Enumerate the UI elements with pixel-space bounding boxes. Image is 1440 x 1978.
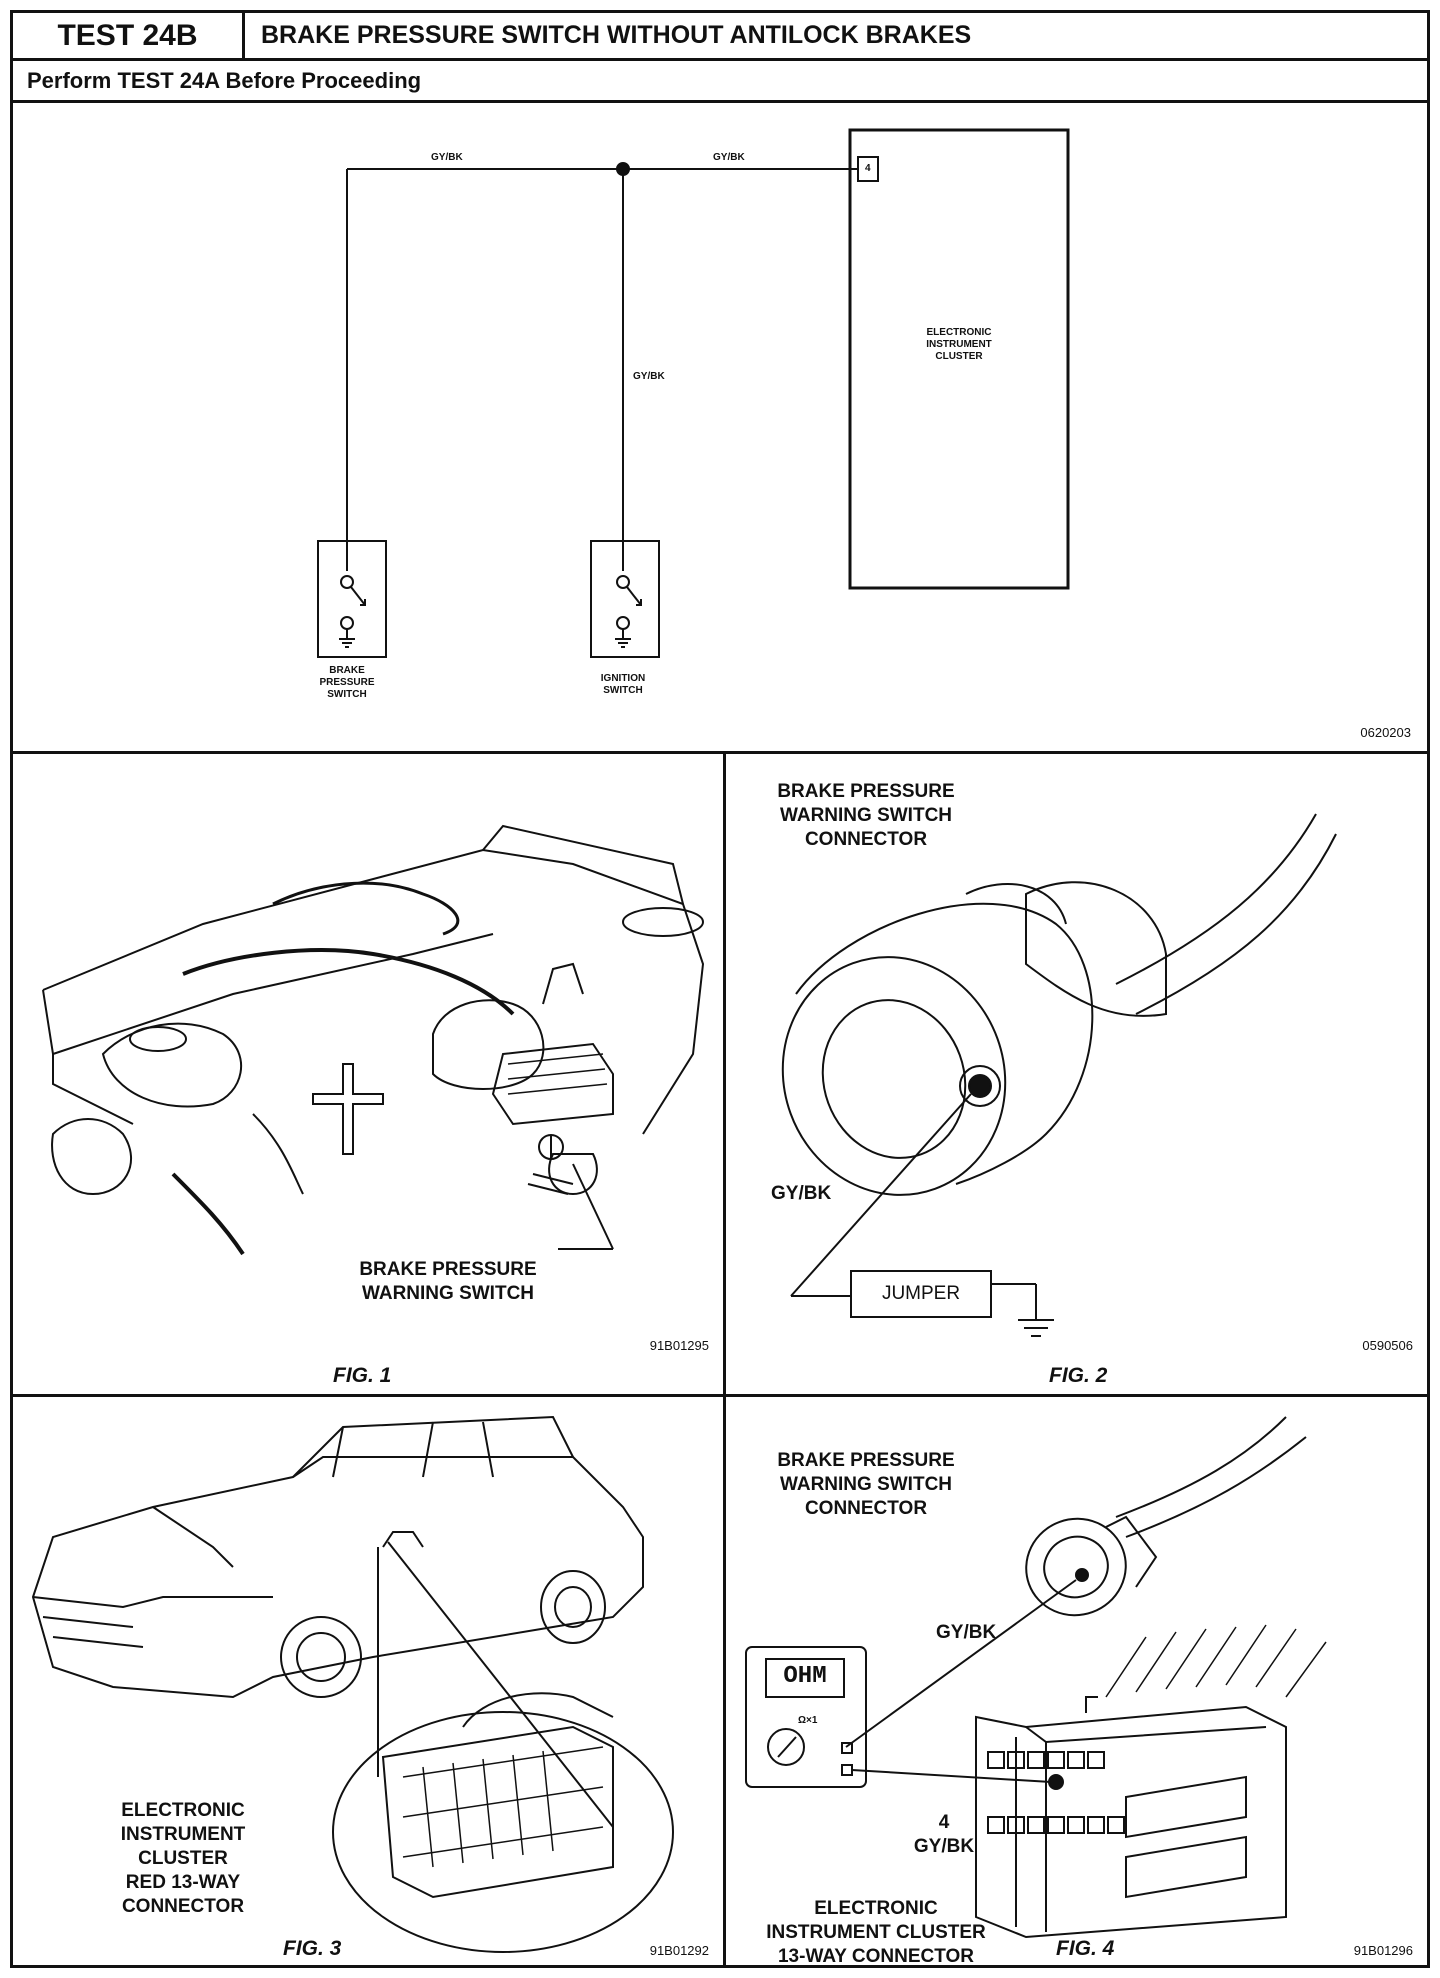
fig3-caption: FIG. 3 <box>283 1937 342 1960</box>
fig1-caption: FIG. 1 <box>333 1364 392 1387</box>
header-bar: TEST 24B BRAKE PRESSURE SWITCH WITHOUT A… <box>13 13 1427 61</box>
jumper-box <box>850 1270 992 1318</box>
fig4-code: 91B01296 <box>1353 1943 1413 1958</box>
brake-switch-label: BRAKE PRESSURE SWITCH <box>319 665 375 700</box>
vehicle-illustration <box>31 1415 674 1953</box>
instruction-line: Perform TEST 24A Before Proceeding <box>13 61 1427 103</box>
pin-4-box <box>857 156 879 182</box>
schematic-panel: GY/BK GY/BK GY/BK 4 ELECTRONIC INSTRUMEN… <box>13 103 1427 751</box>
fig4-connector-label: ELECTRONIC INSTRUMENT CLUSTER 13-WAY CON… <box>766 1898 986 1967</box>
wire-label-right: GY/BK <box>713 152 745 163</box>
fig2-panel: BRAKE PRESSURE WARNING SWITCH CONNECTOR … <box>726 754 1427 1394</box>
meter-display: OHM <box>783 1663 827 1690</box>
fig2-title: BRAKE PRESSURE WARNING SWITCH CONNECTOR <box>777 781 955 850</box>
fig4-title: BRAKE PRESSURE WARNING SWITCH CONNECTOR <box>777 1450 955 1519</box>
cluster-box <box>848 128 1070 590</box>
test-id: TEST 24B <box>13 13 245 58</box>
splice-dot <box>616 162 630 176</box>
test-title: BRAKE PRESSURE SWITCH WITHOUT ANTILOCK B… <box>261 21 972 49</box>
fig4-wire-label: GY/BK <box>936 1622 997 1643</box>
wiring-schematic <box>317 128 1070 658</box>
fig1-callout: BRAKE PRESSURE WARNING SWITCH <box>359 1259 537 1304</box>
pin-number: 4 <box>865 163 871 174</box>
divider-1 <box>13 751 1427 754</box>
ignition-switch-box <box>590 540 660 658</box>
wire-label-vertical: GY/BK <box>633 371 665 382</box>
fig3-code: 91B01292 <box>649 1943 709 1958</box>
ignition-switch-label: IGNITION SWITCH <box>600 673 646 696</box>
connector-jumper-illustration <box>781 813 1337 1337</box>
wire-label-left: GY/BK <box>431 152 463 163</box>
fig1-code: 91B01295 <box>649 1338 709 1353</box>
fig4-pin-label: 4 GY/BK <box>913 1812 975 1857</box>
divider-2 <box>723 754 726 1968</box>
fig1-panel: BRAKE PRESSURE WARNING SWITCH 91B01295 F… <box>13 754 723 1394</box>
cluster-label: ELECTRONIC INSTRUMENT CLUSTER <box>926 327 992 362</box>
engine-bay-illustration <box>42 824 705 1256</box>
fig4-panel: BRAKE PRESSURE WARNING SWITCH CONNECTOR … <box>726 1397 1427 1969</box>
divider-3 <box>13 1394 1427 1397</box>
fig2-jumper-label: JUMPER <box>881 1283 961 1304</box>
schematic-code: 0620203 <box>1360 725 1411 740</box>
fig3-callout: ELECTRONIC INSTRUMENT CLUSTER RED 13-WAY… <box>120 1800 246 1917</box>
fig4-caption: FIG. 4 <box>1056 1937 1115 1960</box>
meter-range: Ω×1 <box>798 1715 818 1726</box>
ohmmeter-screen <box>765 1658 845 1698</box>
fig3-panel: ELECTRONIC INSTRUMENT CLUSTER RED 13-WAY… <box>13 1397 723 1969</box>
fig2-caption: FIG. 2 <box>1049 1364 1108 1387</box>
ohmmeter-body <box>745 1646 867 1788</box>
fig2-wire-label: GY/BK <box>771 1183 832 1204</box>
brake-switch-box <box>317 540 387 658</box>
test-page: TEST 24B BRAKE PRESSURE SWITCH WITHOUT A… <box>10 10 1430 1968</box>
ohmmeter-test-illustration <box>745 1416 1327 1939</box>
fig2-code: 0590506 <box>1362 1338 1413 1353</box>
